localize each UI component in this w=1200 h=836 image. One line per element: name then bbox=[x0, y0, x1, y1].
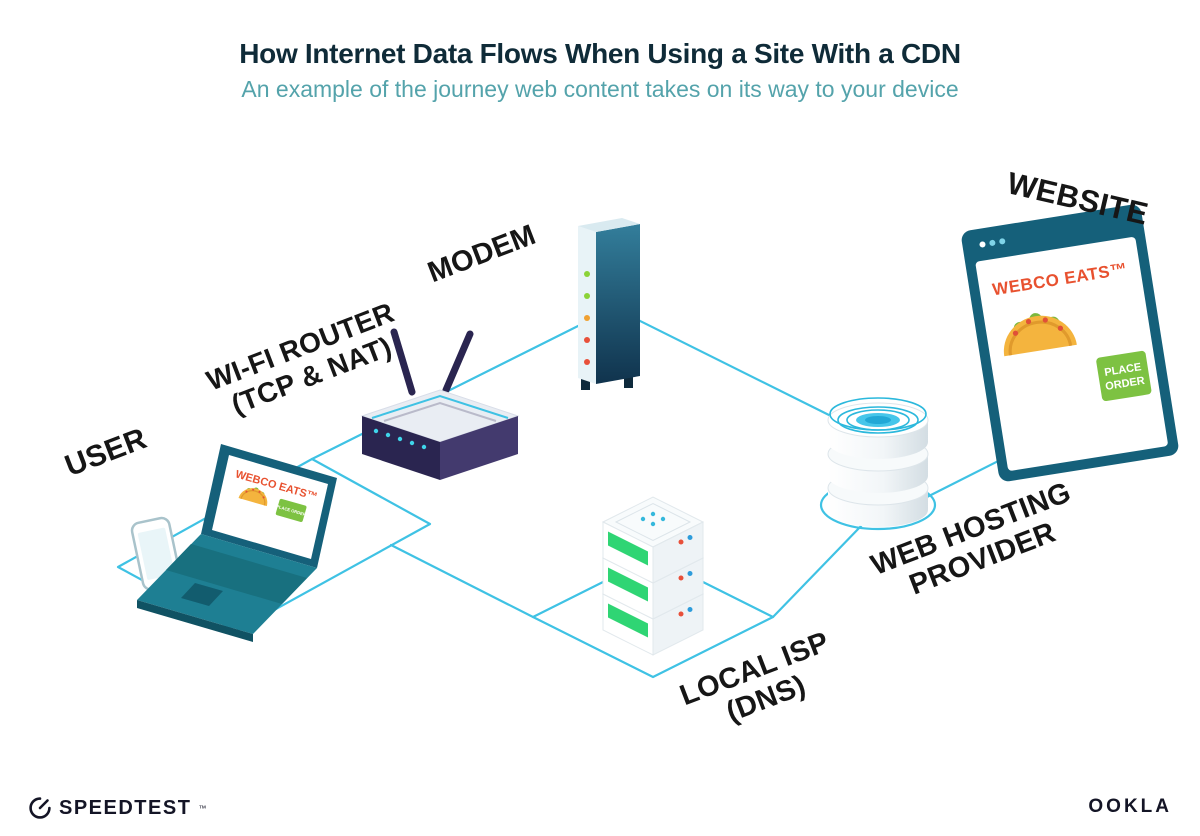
user-device-illustration: WEBCO EATS™ PLACE ORDER bbox=[125, 438, 375, 653]
page-subtitle: An example of the journey web content ta… bbox=[241, 76, 959, 102]
modem-foot-right bbox=[624, 374, 633, 388]
modem-leds bbox=[584, 271, 590, 365]
speedtest-gauge-icon bbox=[29, 797, 51, 819]
browser-window-dots bbox=[979, 238, 1006, 248]
laptop-keyboard bbox=[166, 544, 307, 604]
wifi-router-icon bbox=[360, 328, 520, 480]
laptop-order-button bbox=[275, 498, 307, 522]
router-front-face bbox=[362, 416, 440, 480]
modem-top-face bbox=[578, 218, 640, 232]
server-tier-top bbox=[601, 496, 705, 584]
line-user-to-isp bbox=[389, 543, 535, 619]
router-illustration bbox=[352, 328, 528, 490]
router-leds bbox=[373, 428, 427, 450]
speedtest-trademark: ™ bbox=[198, 803, 207, 813]
laptop-base-edge bbox=[137, 600, 253, 642]
browser-window-icon: WEBCO EATS™ PLACE ORDER bbox=[961, 204, 1179, 482]
modem-icon bbox=[578, 218, 640, 390]
line-modem-to-hosting bbox=[612, 306, 847, 425]
database-disc-top bbox=[827, 397, 929, 459]
laptop-trackpad bbox=[181, 583, 223, 606]
ookla-logo: OOKLA bbox=[1088, 796, 1172, 818]
isp-server-illustration bbox=[578, 492, 728, 660]
hosting-database-illustration bbox=[816, 368, 940, 538]
router-antenna-right bbox=[442, 330, 474, 394]
place-order-line1: PLACE bbox=[1104, 361, 1143, 379]
page-title: How Internet Data Flows When Using a Sit… bbox=[239, 38, 961, 69]
taco-icon bbox=[238, 487, 268, 507]
database-icon bbox=[827, 397, 929, 527]
place-order-button[interactable]: PLACE ORDER bbox=[1096, 350, 1152, 402]
website-browser-illustration: WEBCO EATS™ PLACE ORDER bbox=[956, 199, 1185, 487]
modem-illustration bbox=[548, 212, 663, 398]
line-isp-to-hosting bbox=[771, 523, 864, 619]
ookla-wordmark: OOKLA bbox=[1088, 796, 1172, 817]
modem-foot-left bbox=[581, 376, 590, 390]
laptop-screen bbox=[212, 455, 328, 559]
router-top-stripe bbox=[371, 394, 509, 419]
server-top-vents bbox=[640, 511, 666, 527]
speedtest-wordmark: SPEEDTEST bbox=[59, 796, 192, 819]
modem-body bbox=[596, 224, 640, 384]
modem-front-strip bbox=[578, 226, 596, 384]
router-side-face bbox=[440, 416, 518, 480]
router-antenna-left bbox=[390, 328, 416, 396]
speedtest-logo: SPEEDTEST ™ bbox=[28, 796, 206, 820]
taco-icon bbox=[1003, 313, 1077, 357]
browser-page bbox=[975, 237, 1168, 471]
server-stack-icon bbox=[601, 496, 705, 656]
laptop-illustration: WEBCO EATS™ PLACE ORDER bbox=[130, 444, 337, 642]
